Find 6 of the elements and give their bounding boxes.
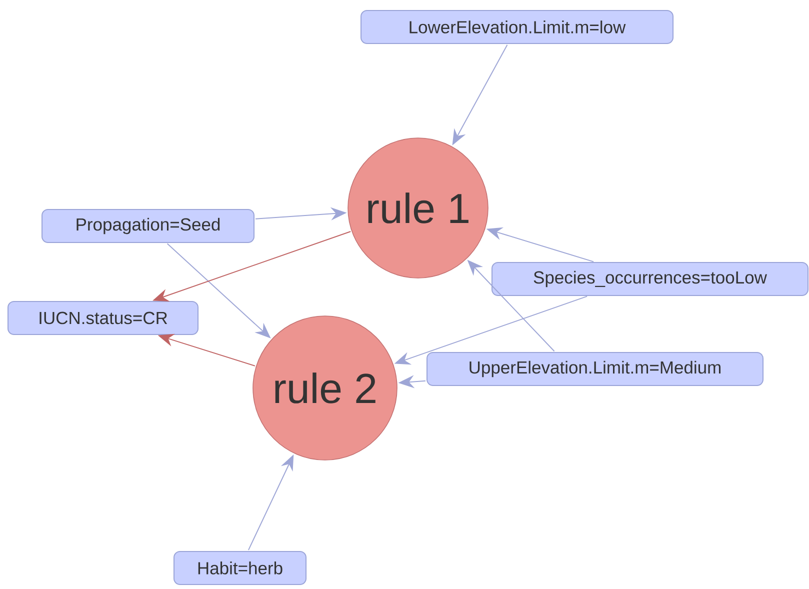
item-box: LowerElevation.Limit.m=low <box>360 10 674 44</box>
item-box: Habit=herb <box>174 550 306 585</box>
item-box: Species_occurrences=tooLow <box>492 262 808 296</box>
item-box: Propagation=Seed <box>42 209 254 243</box>
item-box: IUCN.status=CR <box>8 301 198 335</box>
item-box: UpperElevation.Limit.m=Medium <box>426 352 764 386</box>
